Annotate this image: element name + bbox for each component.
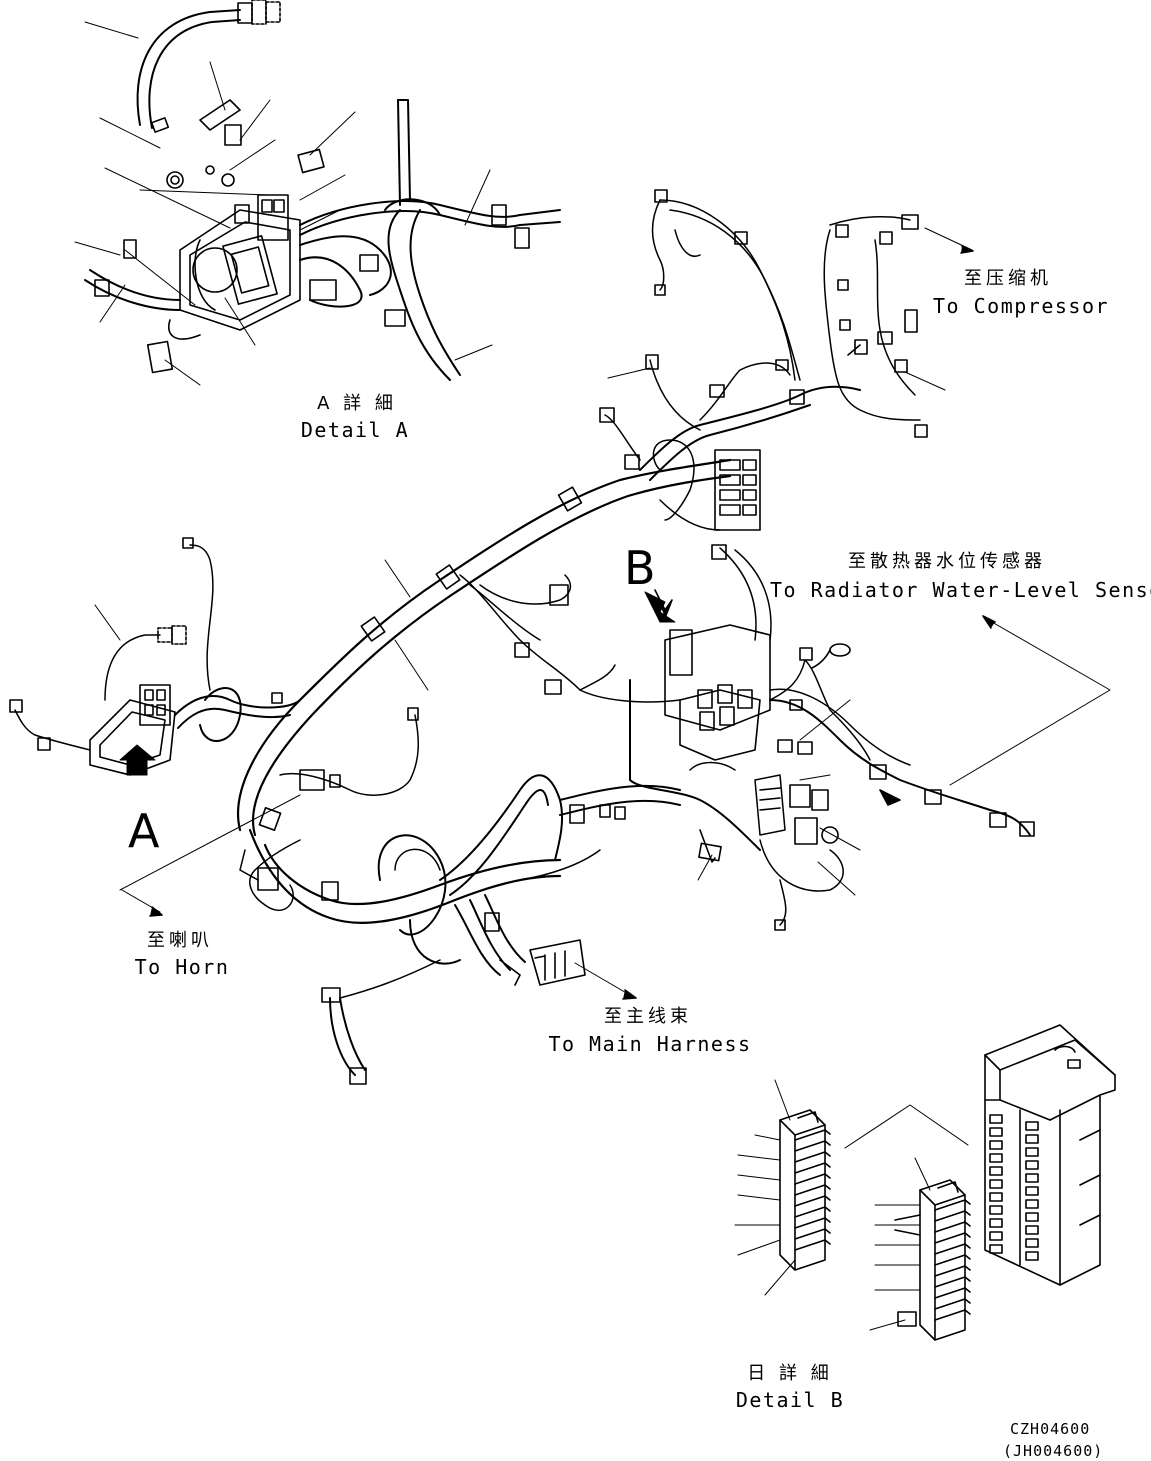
fuse-slot bbox=[989, 1244, 1003, 1254]
detail-a-drawing bbox=[74, 0, 561, 386]
detail-b-label-en: Detail B bbox=[735, 1388, 845, 1412]
main-harness-drawing bbox=[9, 189, 1111, 1085]
fuse-slot bbox=[989, 1127, 1003, 1137]
fuse-slot bbox=[989, 1153, 1003, 1163]
marker-a: A bbox=[128, 804, 160, 858]
fuse-slot bbox=[1025, 1173, 1039, 1183]
fuse-slot bbox=[1025, 1225, 1039, 1235]
fuse-slot bbox=[1025, 1199, 1039, 1209]
radiator-label-cn: 至散热器水位传感器 bbox=[848, 551, 1046, 572]
fuse-slot bbox=[1025, 1186, 1039, 1196]
radiator-label-en: To Radiator Water-Level Sensor bbox=[770, 578, 1151, 602]
horn-label-en: To Horn bbox=[134, 955, 230, 979]
fuse-slot bbox=[1025, 1160, 1039, 1170]
fuse-slot bbox=[989, 1231, 1003, 1241]
main-harness-label-cn: 至主线束 bbox=[604, 1006, 692, 1027]
compressor-label-en: To Compressor bbox=[933, 294, 1110, 318]
fuse-slot bbox=[989, 1192, 1003, 1202]
detail-a-label-cn: A 詳 細 bbox=[317, 393, 397, 414]
detail-b-drawing bbox=[734, 1024, 1116, 1341]
fuse-slot bbox=[1025, 1134, 1039, 1144]
horn-label-cn: 至喇叭 bbox=[147, 930, 213, 951]
fuse-slot bbox=[1025, 1121, 1039, 1131]
fuse-slot bbox=[989, 1179, 1003, 1189]
fuse-slot bbox=[989, 1114, 1003, 1124]
compressor-label-cn: 至压缩机 bbox=[964, 268, 1052, 289]
fuse-slot bbox=[989, 1140, 1003, 1150]
fuse-slot bbox=[1025, 1251, 1039, 1261]
drawing-number-alt: (JH004600) bbox=[1003, 1442, 1104, 1460]
fuse-slot bbox=[1025, 1212, 1039, 1222]
marker-b: B bbox=[624, 541, 656, 595]
fuse-slot bbox=[989, 1166, 1003, 1176]
detail-a-label-en: Detail A bbox=[300, 418, 410, 442]
fuse-slot bbox=[989, 1218, 1003, 1228]
main-harness-label-en: To Main Harness bbox=[548, 1032, 752, 1056]
fuse-slot bbox=[1025, 1238, 1039, 1248]
fuse-slot bbox=[1025, 1147, 1039, 1157]
detail-b-label-cn: 日 詳 細 bbox=[747, 1363, 833, 1384]
drawing-number: CZH04600 bbox=[1010, 1420, 1091, 1438]
fuse-slot bbox=[989, 1205, 1003, 1215]
